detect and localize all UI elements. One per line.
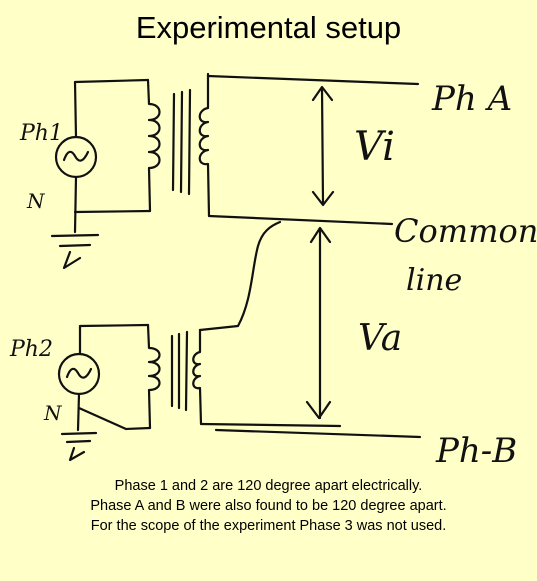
common-line-link (198, 220, 282, 332)
labels: Ph1 N Ph2 N Ph A Vi Va Common line Ph-B (9, 79, 537, 470)
source-2-top-wire (78, 323, 150, 356)
ph1-label: Ph1 (19, 121, 63, 146)
source-1-bottom-wire (73, 175, 78, 234)
primary-1-bottom-wire (73, 209, 152, 214)
ground-1-symbol (50, 233, 100, 270)
pha-label: Ph A (431, 79, 512, 119)
caption-line-1: Phase 1 and 2 are 120 degree apart elect… (114, 478, 423, 494)
va-arrow (305, 226, 332, 420)
upper-circuit (50, 72, 420, 270)
primary-coil-1 (146, 78, 161, 213)
common-line (207, 214, 394, 226)
caption-line-2: Phase A and B were also found to be 120 … (90, 498, 447, 514)
transformer-1-core (171, 88, 192, 196)
vi-label: Vi (354, 124, 395, 170)
source-1-top-wire (73, 78, 150, 139)
primary-coil-2 (146, 323, 161, 430)
vi-arrow (311, 85, 335, 207)
secondary-coil-2 (192, 328, 203, 426)
common-line-label-2: line (406, 263, 462, 298)
caption: Phase 1 and 2 are 120 degree apart elect… (0, 476, 537, 536)
sine-wave-2 (65, 367, 93, 379)
caption-line-3: For the scope of the experiment Phase 3 … (90, 518, 447, 534)
common-line-label-1: Common (394, 212, 537, 250)
secondary-coil-1 (198, 72, 211, 218)
primary-2-bottom-wire (77, 406, 152, 431)
lower-circuit (57, 220, 422, 462)
secondary-2-bottom-wire (199, 422, 342, 428)
transformer-2-core (170, 330, 189, 412)
n1-label: N (26, 189, 46, 213)
phase-a-line (206, 74, 420, 86)
page-title: Experimental setup (135, 10, 402, 45)
sine-wave-1 (62, 150, 90, 162)
phase-b-line (214, 428, 422, 439)
n2-label: N (43, 401, 63, 425)
phb-label: Ph-B (435, 431, 517, 470)
ph2-label: Ph2 (9, 337, 53, 362)
source-2-bottom-wire (76, 392, 81, 432)
va-label: Va (358, 318, 402, 359)
ground-2-symbol (60, 431, 98, 462)
circuit-diagram: Ph1 N Ph2 N Ph A Vi Va Common line Ph-B (9, 72, 537, 470)
